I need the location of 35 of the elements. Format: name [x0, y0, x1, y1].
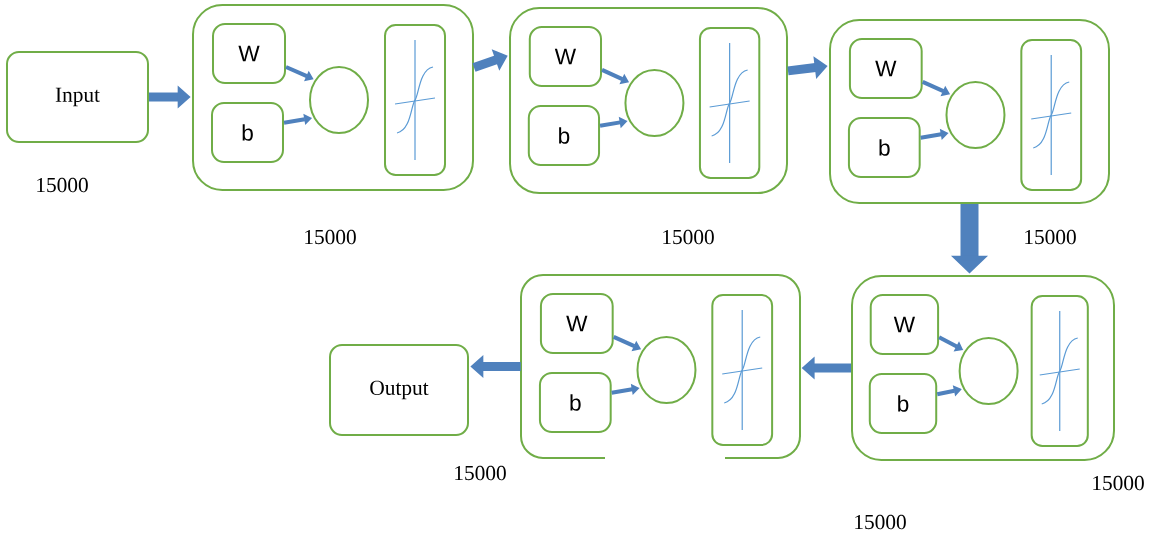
parameter-box: b [847, 117, 921, 178]
parameter-box: b [538, 372, 612, 433]
parameter-box: W [539, 293, 614, 354]
layer-box [509, 7, 788, 194]
activation-box [384, 24, 446, 176]
neuron-circle [636, 336, 697, 404]
parameter-box: W [528, 26, 602, 87]
neuron-circle [309, 66, 369, 134]
process-box: Input [6, 51, 149, 143]
neuron-circle [945, 81, 1006, 149]
arrow [936, 385, 962, 397]
activation-box [711, 294, 774, 446]
activation-box [698, 27, 761, 179]
size-label: 15000 [855, 514, 906, 530]
parameter-box: b [868, 373, 938, 434]
size-label: 15000 [455, 465, 506, 481]
layer-box [520, 274, 801, 459]
layer-box [192, 4, 474, 191]
size-label: 15000 [37, 177, 88, 193]
layer-box [851, 275, 1115, 461]
parameter-box: b [211, 102, 284, 163]
activation-box [1020, 39, 1083, 191]
parameter-box: b [527, 105, 601, 166]
parameter-box: W [869, 294, 940, 355]
layer-box [829, 19, 1110, 204]
size-label: 15000 [663, 229, 714, 245]
parameter-box: W [212, 23, 286, 84]
neuron-circle [958, 337, 1019, 405]
neuron-circle [624, 69, 685, 137]
size-label: 15000 [1025, 229, 1076, 245]
process-box: Output [329, 344, 469, 436]
activation-box [1030, 295, 1089, 447]
parameter-box: W [848, 38, 923, 99]
size-label: 15000 [1093, 475, 1144, 491]
size-label: 15000 [305, 229, 356, 245]
